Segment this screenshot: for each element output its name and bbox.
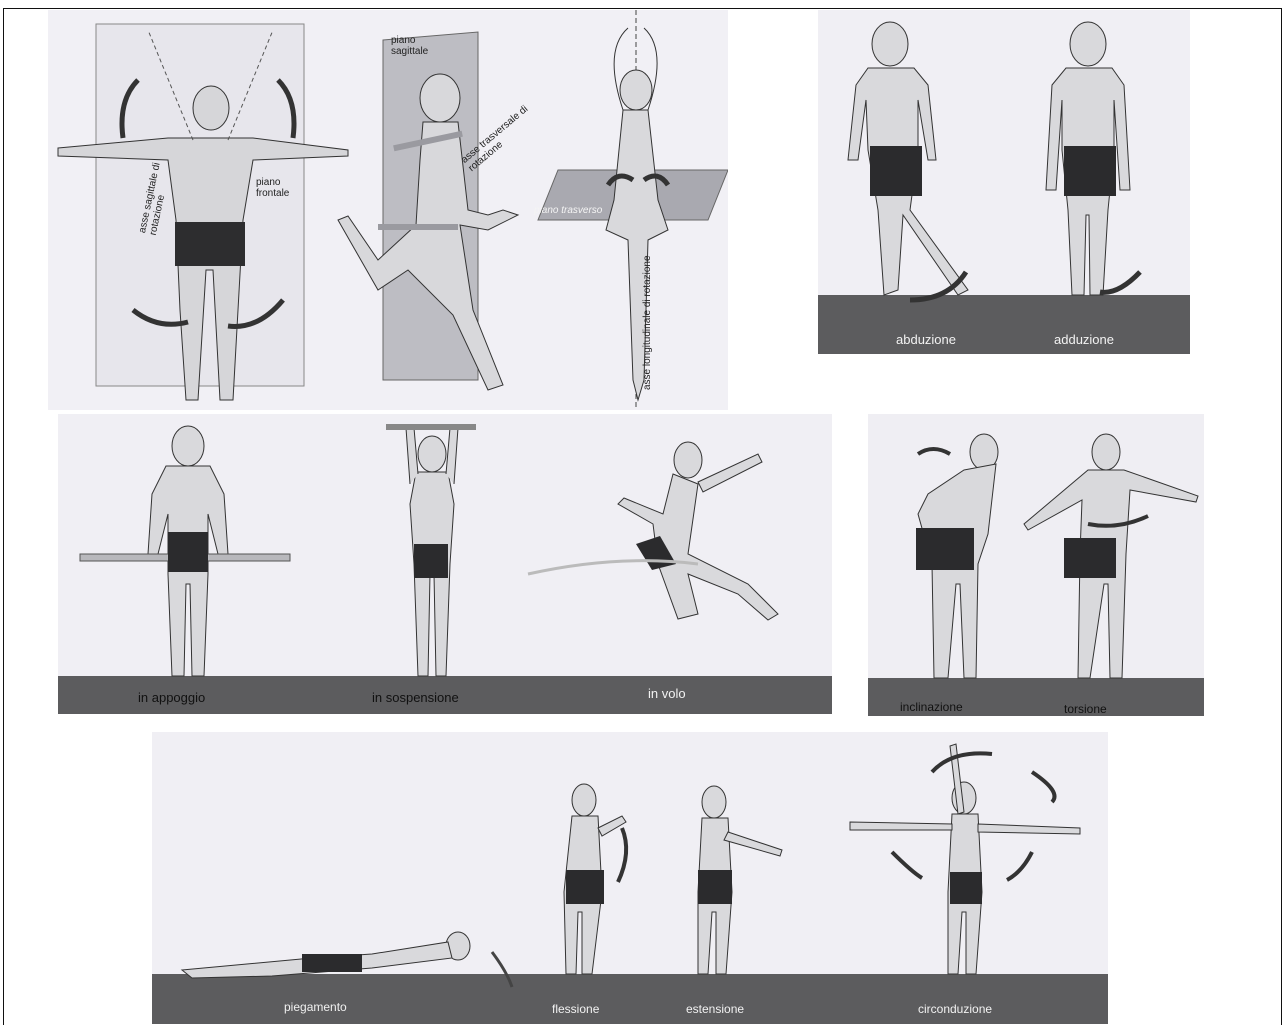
flight-label: in volo [648, 686, 686, 701]
support-illustration [58, 414, 832, 714]
flexion-illustration [152, 732, 1108, 1024]
torsion-label: torsione [1064, 702, 1107, 716]
longitudinal-axis-label: asse longitudinale di rotazione [642, 255, 653, 390]
adduction-label: adduzione [1054, 332, 1114, 347]
abduction-panel: abduzione adduzione [818, 10, 1190, 354]
flexion-label: flessione [552, 1002, 599, 1016]
support-panel: in appoggio in sospensione in volo [58, 414, 832, 714]
transverse-plane-label: piano trasverso [534, 206, 602, 217]
abduction-label: abduzione [896, 332, 956, 347]
abduction-illustration [818, 10, 1190, 354]
suspension-label: in sospensione [372, 690, 459, 705]
extension-label: estensione [686, 1002, 744, 1016]
support-label: in appoggio [138, 690, 205, 705]
inclination-illustration [868, 414, 1204, 716]
circumduction-label: circonduzione [918, 1002, 992, 1016]
planes-axes-panel: asse sagittale di rotazione piano fronta… [48, 10, 728, 410]
bending-label: piegamento [284, 1000, 347, 1014]
sagittal-plane-label: piano sagittale [391, 36, 443, 57]
flexion-panel: piegamento flessione estensione circondu… [152, 732, 1108, 1024]
inclination-label: inclinazione [900, 700, 963, 714]
inclination-panel: inclinazione torsione [868, 414, 1204, 716]
frontal-plane-label: piano frontale [256, 178, 298, 199]
